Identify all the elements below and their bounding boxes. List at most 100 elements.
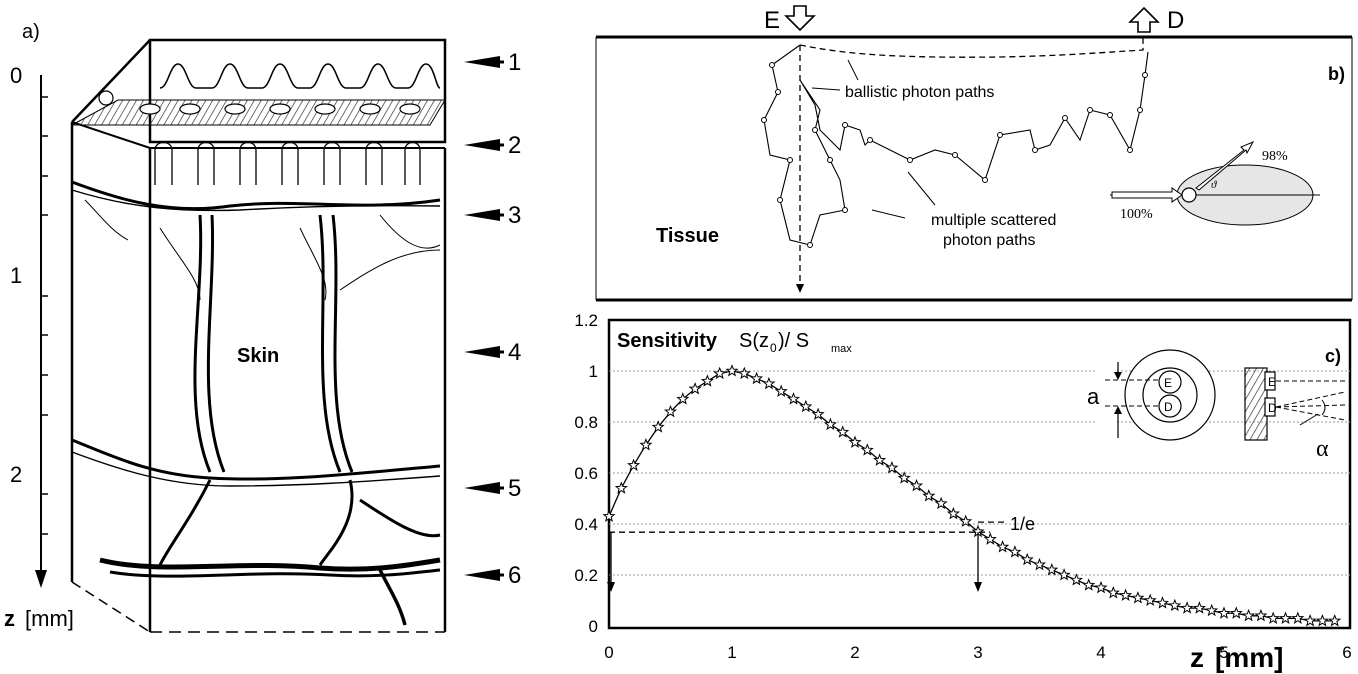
- one-over-e-annotation: [607, 521, 1006, 592]
- y-tick-label: 0: [589, 617, 598, 636]
- data-point-star: [1192, 601, 1206, 614]
- subpapillary-plexus: [71, 180, 441, 211]
- data-point-star: [885, 461, 899, 474]
- depth-tick-2: 2: [10, 462, 22, 487]
- scattering-angle-symbol: ϑ: [1211, 179, 1217, 191]
- ballistic-top-path: [799, 38, 1144, 58]
- plot-frame: [607, 318, 1352, 630]
- depth-tick-1: 1: [10, 263, 22, 288]
- chart-title-formula-prefix: S(z: [739, 330, 769, 352]
- data-point-star: [774, 384, 788, 397]
- y-tick-label: 0.8: [574, 413, 598, 432]
- data-point-star: [799, 399, 813, 413]
- depth-axis-arrowhead: [35, 570, 47, 588]
- data-point-star: [786, 392, 801, 405]
- data-point-star: [676, 392, 690, 405]
- data-point-star: [909, 478, 924, 492]
- y-tick-label: 0.4: [574, 515, 598, 534]
- fine-vessels: [159, 227, 441, 301]
- data-point-star: [922, 488, 936, 502]
- data-point-star: [1266, 611, 1280, 624]
- x-tick-label: 0: [604, 643, 613, 662]
- x-tick-label: 3: [973, 643, 982, 662]
- layer-marker-3: 3: [508, 202, 521, 229]
- inset-D-side: D: [1268, 401, 1277, 415]
- data-point-star: [1106, 586, 1120, 599]
- data-point-star: [1328, 614, 1342, 627]
- data-point-star: [946, 506, 960, 520]
- scattered-label-line1: multiple scattered: [931, 212, 1056, 229]
- panel-c-tag: c): [1325, 346, 1341, 366]
- data-point-star: [1180, 601, 1194, 614]
- layer-marker-1: 1: [508, 49, 521, 76]
- deep-vessel-1: [99, 557, 441, 572]
- depth-axis-symbol: z: [4, 606, 15, 631]
- data-point-star: [1119, 588, 1133, 601]
- data-point-star: [713, 366, 727, 380]
- ballistic-leader-2: [847, 59, 859, 81]
- ballistic-label: ballistic photon paths: [845, 84, 994, 101]
- inset-E-side: E: [1268, 375, 1276, 389]
- data-point-star: [651, 420, 665, 433]
- emitter-label: E: [764, 7, 780, 34]
- scattered-percent: 98%: [1262, 149, 1288, 164]
- data-point-star: [1032, 557, 1047, 571]
- data-point-star: [1291, 611, 1305, 624]
- papillae-openings: [139, 103, 421, 115]
- depth-axis-unit: [mm]: [25, 606, 74, 631]
- cutaneous-plexus: [71, 438, 441, 481]
- skin-block: [70, 38, 447, 633]
- layer-marker-arrows: [464, 56, 504, 581]
- plexus-branches: [84, 199, 441, 249]
- data-point-star: [639, 437, 653, 451]
- chart-title-formula-mid: )/ S: [778, 330, 809, 352]
- layer-marker-4: 4: [508, 339, 521, 366]
- x-tick-label: 2: [850, 643, 859, 662]
- data-point-star: [811, 407, 825, 420]
- chart-title-sub2: max: [831, 343, 852, 355]
- data-point-star: [1168, 598, 1182, 612]
- data-point-star: [1315, 614, 1329, 627]
- x-tick-label: 5: [1219, 643, 1228, 662]
- papilla-side: [98, 90, 114, 106]
- data-point-star: [848, 435, 862, 448]
- data-point-star: [1229, 606, 1243, 619]
- data-point-star: [1143, 593, 1157, 607]
- data-point-star: [897, 471, 911, 484]
- deep-vessel-2: [109, 568, 441, 578]
- y-tick-label: 1.2: [574, 311, 598, 330]
- data-point-star: [750, 371, 764, 385]
- data-point-star: [602, 509, 616, 522]
- dermal-papillae: [154, 141, 421, 185]
- x-tick-label: 6: [1342, 643, 1351, 662]
- data-point-star: [823, 417, 837, 431]
- data-point-star: [688, 382, 702, 395]
- detector-label: D: [1167, 7, 1184, 34]
- probe-front-view: [1095, 349, 1216, 441]
- subpapillary-plexus-2: [71, 189, 441, 212]
- panel-b: E D ballistic photon paths multiple scat…: [595, 5, 1353, 302]
- data-point-star: [627, 458, 641, 471]
- data-point-star: [1020, 552, 1034, 566]
- x-axis-unit: [mm]: [1215, 642, 1283, 673]
- sensitivity-series: [602, 364, 1342, 627]
- data-point-star: [1205, 603, 1219, 617]
- data-point-star: [959, 514, 973, 528]
- scattered-label-line2: photon paths: [943, 232, 1036, 249]
- scattered-photon-path: [763, 44, 1149, 246]
- y-tick-label: 0.2: [574, 566, 598, 585]
- data-point-star: [700, 374, 714, 387]
- y-tick-label: 1: [589, 362, 598, 381]
- layer-marker-2: 2: [508, 132, 521, 159]
- scatterer-particle: [1181, 187, 1197, 203]
- descending-vessels: [158, 479, 441, 566]
- x-tick-label: 4: [1096, 643, 1105, 662]
- data-point-star: [614, 481, 628, 494]
- panel-a: a) 0 1 2 z [mm]: [4, 21, 521, 633]
- scattered-leader: [871, 209, 906, 219]
- data-point-star: [1094, 580, 1108, 594]
- detector-arrow-icon: [1128, 6, 1160, 33]
